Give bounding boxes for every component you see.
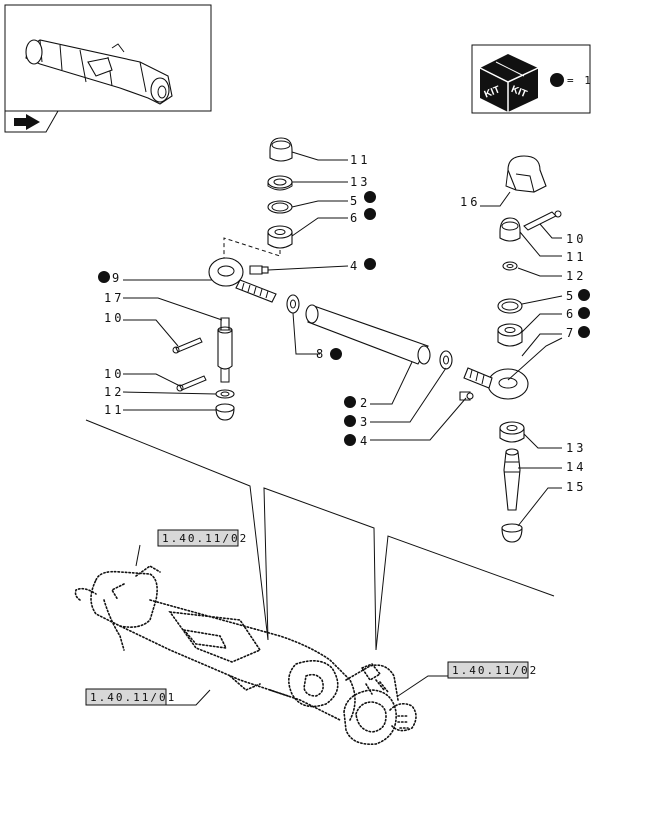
callout-10: 10 <box>104 367 124 381</box>
kit-bullet <box>344 396 356 408</box>
tie-rod-tube <box>286 294 453 370</box>
callout-15: 15 <box>566 480 586 494</box>
ref-box-left[interactable]: 1.40.11/01 <box>85 688 176 706</box>
callout-9: 9 <box>112 271 122 285</box>
callout-3: 3 <box>360 415 370 429</box>
kit-legend: KIT KIT = 1 <box>471 44 593 114</box>
kit-bullet <box>330 348 342 360</box>
callout-8: 8 <box>316 347 326 361</box>
kit-box-icon: KIT KIT <box>479 54 539 112</box>
kit-bullet <box>98 271 110 283</box>
callout-14: 14 <box>566 460 586 474</box>
left-tie-rod-end <box>208 257 277 303</box>
kit-bullet <box>364 258 376 270</box>
kit-bullet <box>550 73 564 87</box>
kit-bullet <box>344 434 356 446</box>
callout-13: 13 <box>566 441 586 455</box>
callout-12: 12 <box>104 385 124 399</box>
ref-label-left: 1.40.11/01 <box>90 691 176 704</box>
left-upper-stack <box>267 137 293 249</box>
callout-12: 12 <box>566 269 586 283</box>
callout-11: 11 <box>566 250 586 264</box>
ref-box-top[interactable]: 1.40.11/02 <box>157 529 248 547</box>
kit-bullet <box>578 307 590 319</box>
callout-11: 11 <box>350 153 370 167</box>
kit-bullet <box>578 289 590 301</box>
callout-6: 6 <box>566 307 576 321</box>
callout-11: 11 <box>104 403 124 417</box>
callout-16: 16 <box>460 195 480 209</box>
kit-bullet <box>344 415 356 427</box>
ref-label-top: 1.40.11/02 <box>162 532 248 545</box>
callout-4: 4 <box>350 259 360 273</box>
callout-5: 5 <box>350 194 360 208</box>
kit-bullet <box>364 191 376 203</box>
right-tie-rod-end <box>459 367 529 401</box>
right-lower-stack <box>499 421 525 543</box>
callout-2: 2 <box>360 396 370 410</box>
front-axle-assembly <box>74 565 417 746</box>
kit-quantity: = 1 <box>567 74 593 87</box>
kit-bullet <box>364 208 376 220</box>
callout-17: 17 <box>104 291 124 305</box>
left-lower-stack <box>172 317 235 421</box>
callout-10: 10 <box>104 311 124 325</box>
callout-10: 10 <box>566 232 586 246</box>
callout-4: 4 <box>360 434 370 448</box>
callout-13: 13 <box>350 175 370 189</box>
callout-6: 6 <box>350 211 360 225</box>
axle-thumbnail <box>4 4 212 112</box>
right-upper-stack <box>497 155 562 347</box>
ref-box-right[interactable]: 1.40.11/02 <box>447 661 538 679</box>
callout-7: 7 <box>566 326 576 340</box>
ref-label-right: 1.40.11/02 <box>452 664 538 677</box>
kit-bullet <box>578 326 590 338</box>
callout-5: 5 <box>566 289 576 303</box>
perspective-lines <box>85 419 555 651</box>
next-page-icon[interactable] <box>4 110 59 133</box>
callout-labels: 11 13 5 6 4 9 17 10 10 12 11 8 16 10 11 … <box>98 153 590 494</box>
